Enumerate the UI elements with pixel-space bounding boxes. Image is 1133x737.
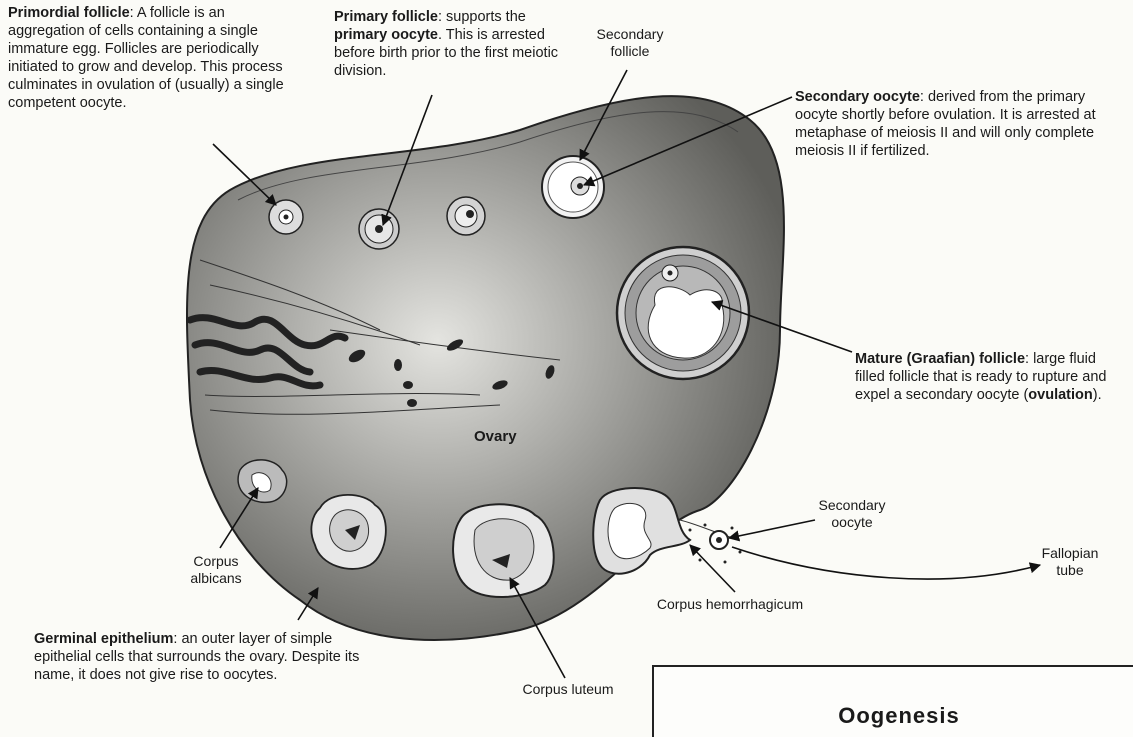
fallopian-tube-label: Fallopian tube [1030,545,1110,579]
primordial-follicle-label: Primordial follicle: A follicle is an ag… [8,4,288,112]
corpus-hemorrhagicum-label: Corpus hemorrhagicum [655,596,805,613]
corpus-luteum-label: Corpus luteum [508,681,628,698]
secondary-oocyte-label: Secondary oocyte: derived from the prima… [795,88,1115,160]
corpus-luteum-early [311,495,385,569]
ovary-label: Ovary [474,428,517,446]
secondary-follicle [542,156,604,218]
secondary-follicle-label: Secondary follicle [590,26,670,60]
primary-follicle-label: Primary follicle: supports the primary o… [334,8,564,80]
corpus-albicans-label: Corpus albicans [176,553,256,587]
graafian-follicle [617,247,749,379]
mature-follicle-label: Mature (Graafian) follicle: large fluid … [855,350,1115,404]
growing-follicle [447,197,485,235]
corpus-albicans [238,460,287,503]
oogenesis-box: Oogenesis [652,665,1133,737]
primordial-follicle [269,200,303,234]
arrow-secondary-oocyte-small [729,520,815,538]
secondary-oocyte-small-label: Secondary oocyte [812,497,892,531]
corpus-luteum [453,504,554,597]
primary-follicle [359,209,399,249]
released-oocyte [710,531,728,549]
arrow-corpus-hemorrhagicum [690,545,735,592]
arrow-fallopian [732,547,1040,579]
germinal-epithelium-label: Germinal epithelium: an outer layer of s… [34,630,364,684]
oogenesis-title: Oogenesis [654,703,1133,729]
